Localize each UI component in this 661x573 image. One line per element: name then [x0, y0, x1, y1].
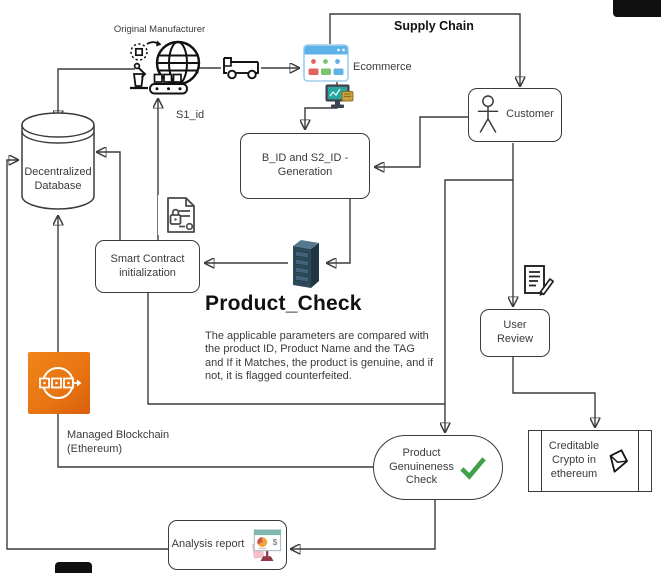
- database-cylinder: [21, 112, 95, 210]
- supply-chain-title: Supply Chain: [394, 19, 474, 33]
- node-user-review: User Review: [480, 309, 550, 357]
- node-creditable-crypto: Creditable Crypto in ethereum: [528, 430, 652, 492]
- factory-robot-globe-icon: [130, 40, 201, 95]
- node-smart-contract: Smart Contract initialization: [95, 240, 200, 293]
- edge-analysis-to-database: [6, 160, 168, 550]
- database-label: Decentralized Database: [24, 166, 92, 193]
- edge-genuineness-blockchain-database: [58, 216, 373, 468]
- process-bar-right: [638, 431, 639, 491]
- edge-genuineness-to-analysis: [291, 500, 436, 549]
- managed-blockchain-label: Managed Blockchain (Ethereum): [67, 429, 170, 456]
- s1-id-label: S1_id: [176, 109, 205, 121]
- ui-artifact-top-right: [613, 0, 661, 17]
- edge-bid-to-server: [327, 199, 351, 263]
- node-customer: Customer: [468, 88, 562, 142]
- customer-label: Customer: [506, 108, 554, 121]
- smart-contract-lock-document-icon: [158, 195, 200, 235]
- edge-manufacturer-to-database: [58, 68, 135, 120]
- svg-text:$: $: [273, 537, 278, 547]
- product-check-description: The applicable parameters are compared w…: [205, 330, 434, 383]
- ecommerce-label: Ecommerce: [353, 61, 412, 73]
- truck-icon: [221, 51, 261, 83]
- creditable-crypto-label: Creditable Crypto in ethereum: [548, 440, 600, 480]
- node-analysis-report: Analysis report $: [168, 520, 287, 570]
- aws-managed-blockchain-icon: [28, 352, 90, 414]
- bid-generation-label: B_ID and S2_ID - Generation: [261, 152, 349, 178]
- review-document-pencil-icon: [520, 263, 554, 299]
- edge-smartcontract-to-database: [97, 152, 121, 240]
- node-bid-generation: B_ID and S2_ID - Generation: [240, 133, 370, 199]
- original-manufacturer-label: Original Manufacturer: [113, 24, 206, 35]
- process-bar-left: [541, 431, 542, 491]
- smart-contract-label: Smart Contract initialization: [110, 252, 185, 279]
- check-icon: [460, 456, 486, 480]
- edge-customer-to-bid: [375, 116, 468, 167]
- edge-userreview-to-crypto: [512, 357, 595, 427]
- user-review-label: User Review: [496, 319, 534, 345]
- analysis-report-label: Analysis report: [171, 538, 245, 551]
- ethereum-gem-icon: [609, 449, 629, 473]
- product-check-title: Product_Check: [205, 292, 362, 315]
- ui-artifact-bottom-left: [55, 562, 92, 573]
- browser-window-icon: [303, 44, 349, 82]
- edge-ecommerce-to-customer: [329, 13, 520, 86]
- edge-smartcontract-branch: [147, 293, 445, 405]
- node-product-genuineness: Product Genuineness Check: [373, 435, 503, 500]
- server-rack-icon: [293, 240, 319, 288]
- monitor-card-icon: [325, 84, 354, 108]
- product-genuineness-label: Product Genuineness Check: [389, 446, 454, 487]
- edge-customer-branch: [444, 179, 513, 404]
- person-icon: [478, 95, 499, 133]
- report-board-icon: $: [252, 529, 282, 561]
